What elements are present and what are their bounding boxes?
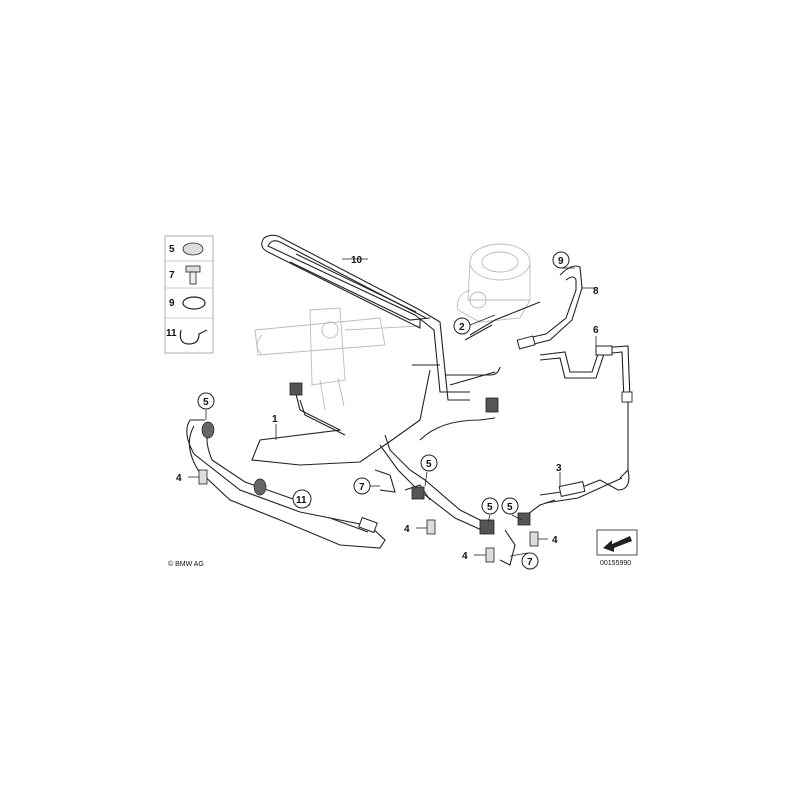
callout-5b: 5 <box>426 459 432 470</box>
callout-4a: 4 <box>176 473 182 484</box>
legend-label-5: 5 <box>169 244 175 255</box>
bolt-icon <box>185 265 201 285</box>
clip-icon <box>179 329 208 345</box>
parts-legend: 5 7 9 11 <box>164 235 214 354</box>
callout-3: 3 <box>556 463 562 474</box>
callout-4d: 4 <box>552 535 558 546</box>
callouts: 10 2 9 8 6 3 1 5 4 11 7 5 4 5 5 4 4 7 <box>176 251 599 570</box>
legend-label-9: 9 <box>169 298 175 309</box>
copyright-text: © BMW AG <box>168 560 204 568</box>
suction-hose-part-8 <box>516 265 583 350</box>
hose-clamp-icon <box>182 296 206 310</box>
line-part-6 <box>539 345 633 479</box>
callout-7b: 7 <box>527 557 533 568</box>
callout-7a: 7 <box>359 482 365 493</box>
callout-8: 8 <box>593 286 599 297</box>
callout-5d: 5 <box>507 502 513 513</box>
lower-loop-part-11 <box>186 419 386 549</box>
orientation-arrow-icon <box>596 529 638 556</box>
legend-label-11: 11 <box>166 328 177 339</box>
callout-5a: 5 <box>203 397 209 408</box>
line-part-2 <box>464 301 541 341</box>
callout-6: 6 <box>593 325 599 336</box>
legend-label-7: 7 <box>169 270 175 281</box>
callout-4c: 4 <box>462 551 468 562</box>
power-steering-pump-ghost <box>457 243 531 323</box>
bracket-assembly <box>198 469 556 566</box>
callout-11: 11 <box>296 495 307 506</box>
cooling-loop-part-10 <box>261 234 501 401</box>
callout-1: 1 <box>272 414 278 425</box>
return-line-part-3 <box>419 417 630 504</box>
callout-9: 9 <box>558 256 564 267</box>
callout-4b: 4 <box>404 524 410 535</box>
image-number: 00155990 <box>600 560 631 567</box>
callout-5c: 5 <box>487 502 493 513</box>
callout-10: 10 <box>351 255 363 266</box>
grommet-icon <box>182 242 204 256</box>
callout-2: 2 <box>459 322 465 333</box>
steering-rack-ghost <box>254 307 421 411</box>
